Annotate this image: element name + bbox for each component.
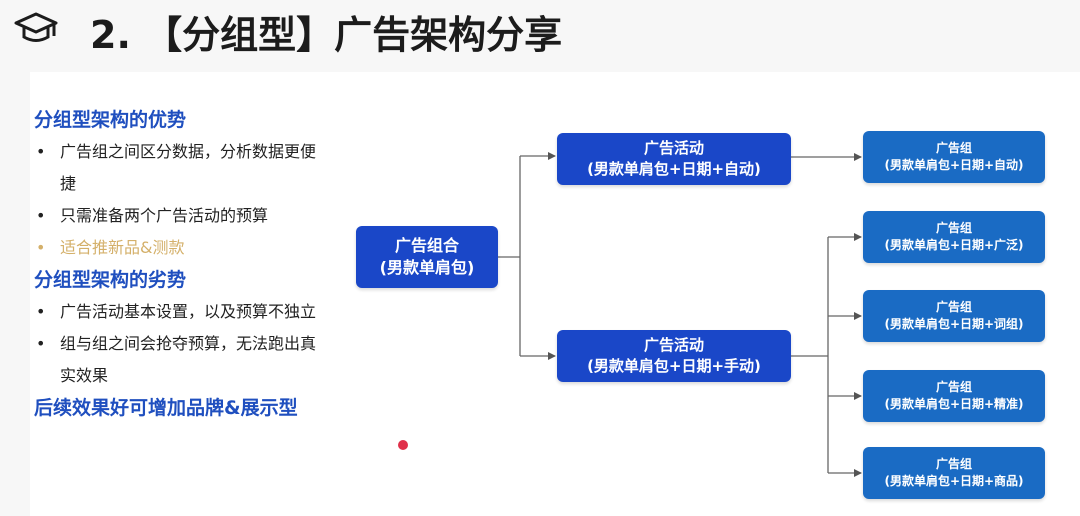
cursor-pointer-dot (398, 440, 408, 450)
disadvantage-item: • 组与组之间会抢夺预算，无法跑出真实效果 (34, 328, 354, 392)
ad-group-node-exact: 广告组 (男款单肩包+日期+精准) (863, 370, 1045, 422)
disadvantage-text: 组与组之间会抢夺预算，无法跑出真实效果 (60, 334, 317, 385)
node-title: 广告组 (935, 141, 972, 155)
bullet-dot: • (36, 142, 46, 161)
disadvantage-item: • 广告活动基本设置，以及预算不独立 (34, 296, 354, 328)
node-subtitle: (男款单肩包+日期+自动) (587, 160, 761, 178)
node-title: 广告组 (935, 380, 972, 394)
ad-group-node-auto: 广告组 (男款单肩包+日期+自动) (863, 131, 1045, 183)
node-subtitle: (男款单肩包+日期+词组) (884, 317, 1024, 331)
node-title: 广告活动 (643, 139, 704, 157)
advantage-item: • 只需准备两个广告活动的预算 (34, 200, 354, 232)
advantage-text: 适合推新品&测款 (60, 238, 185, 257)
ad-group-node-phrase: 广告组 (男款单肩包+日期+词组) (863, 290, 1045, 342)
ad-group-node-broad: 广告组 (男款单肩包+日期+广泛) (863, 211, 1045, 263)
node-subtitle: (男款单肩包+日期+商品) (884, 474, 1024, 488)
advantage-item-highlight: • 适合推新品&测款 (34, 232, 354, 264)
node-subtitle: (男款单肩包+日期+精准) (884, 397, 1024, 411)
advantage-text: 广告组之间区分数据，分析数据更便捷 (60, 142, 317, 193)
node-title: 广告组 (935, 300, 972, 314)
node-subtitle: (男款单肩包+日期+自动) (884, 158, 1024, 172)
node-subtitle: (男款单肩包) (379, 258, 475, 277)
disadvantage-text: 广告活动基本设置，以及预算不独立 (60, 302, 317, 321)
advantage-item: • 广告组之间区分数据，分析数据更便捷 (34, 136, 354, 200)
node-title: 广告活动 (643, 336, 704, 354)
disadvantages-title: 分组型架构的劣势 (34, 269, 187, 291)
footer-note: 后续效果好可增加品牌&展示型 (34, 397, 298, 419)
bullet-dot: • (36, 302, 46, 321)
portfolio-node: 广告组合 (男款单肩包) (356, 226, 498, 288)
ad-group-node-product: 广告组 (男款单肩包+日期+商品) (863, 447, 1045, 499)
bullet-dot: • (36, 206, 46, 225)
slide-header: 2. 【分组型】广告架构分享 (0, 0, 1080, 58)
node-title: 广告组合 (394, 236, 459, 255)
slide-title: 2. 【分组型】广告架构分享 (90, 13, 563, 57)
node-subtitle: (男款单肩包+日期+广泛) (884, 238, 1024, 252)
campaign-node-manual: 广告活动 (男款单肩包+日期+手动) (557, 330, 791, 382)
bullet-dot: • (36, 334, 46, 353)
graduation-cap-icon (14, 12, 58, 42)
advantage-text: 只需准备两个广告活动的预算 (60, 206, 269, 225)
node-subtitle: (男款单肩包+日期+手动) (587, 357, 761, 375)
campaign-node-auto: 广告活动 (男款单肩包+日期+自动) (557, 133, 791, 185)
node-title: 广告组 (935, 457, 972, 471)
node-title: 广告组 (935, 221, 972, 235)
left-panel: 分组型架构的优势 • 广告组之间区分数据，分析数据更便捷 • 只需准备两个广告活… (34, 104, 354, 424)
bullet-dot: • (36, 238, 46, 257)
advantages-title: 分组型架构的优势 (34, 109, 187, 131)
